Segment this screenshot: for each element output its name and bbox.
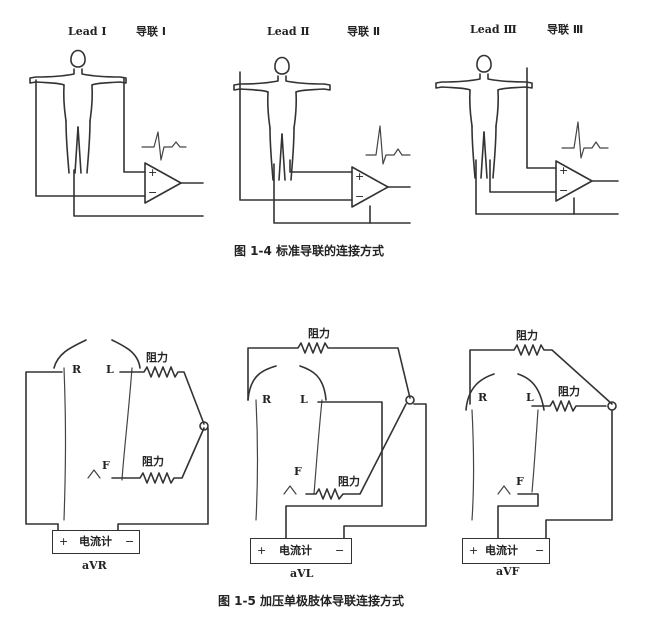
lead-1-amp-minus: − [148,186,158,199]
avr-circuit [25,339,209,533]
lead-2-amp-minus: − [355,190,365,203]
avf-meter-minus: − [535,544,545,557]
lead-1-english-label: Lead Ⅰ [68,25,107,38]
avf-panel-title: aVF [496,565,520,578]
avr-foot-label: F [102,459,110,472]
avl-meter-label: 电流计 [279,544,312,557]
lead-2-circuit [239,71,411,224]
lead-2-english-label: Lead Ⅱ [267,25,310,38]
avl-circuit [247,342,427,541]
avl-resistor-top-label: 阻力 [308,327,330,340]
avf-foot-label: F [516,475,524,488]
lead-3-chinese-label: 导联 Ⅲ [547,23,584,36]
lead-2-chinese-label: 导联 Ⅱ [347,25,381,38]
avf-galvanometer: + 电流计 − [462,538,550,564]
lead-1-chinese-label: 导联 Ⅰ [136,25,166,38]
avl-foot-label: F [294,465,302,478]
avr-meter-plus: + [59,535,69,548]
avf-meter-plus: + [469,544,479,557]
lead-1-circuit [35,77,204,217]
lead-1-amp-plus: + [148,166,158,179]
avf-right-label: R [478,391,488,404]
avl-galvanometer: + 电流计 − [250,538,352,564]
figure-1-4-caption: 图 1-4 标准导联的连接方式 [234,244,385,258]
avr-meter-minus: − [125,535,135,548]
lead-2-amp-plus: + [355,170,365,183]
avf-circuit [465,344,617,541]
figure-1-5-caption: 图 1-5 加压单极肢体导联连接方式 [218,594,405,608]
avf-resistor-l-label: 阻力 [558,385,580,398]
lead-3-circuit [475,67,619,215]
avf-resistor-top-label: 阻力 [516,329,538,342]
avr-panel-title: aVR [82,559,107,572]
avr-resistor-f-label: 阻力 [142,455,164,468]
avf-meter-label: 电流计 [485,544,518,557]
avl-meter-plus: + [257,544,267,557]
avr-galvanometer: + 电流计 − [52,530,140,554]
lead-3-amp-minus: − [559,184,569,197]
avf-left-label: L [526,391,534,404]
avr-meter-label: 电流计 [79,535,112,548]
avl-left-label: L [300,393,308,406]
avr-right-label: R [72,363,82,376]
avl-meter-minus: − [335,544,345,557]
lead-3-english-label: Lead Ⅲ [470,23,517,36]
lead-3-amp-plus: + [559,164,569,177]
avl-panel-title: aVL [290,567,314,580]
avl-right-label: R [262,393,272,406]
avr-resistor-l-label: 阻力 [146,351,168,364]
avr-left-label: L [106,363,114,376]
avl-resistor-f-label: 阻力 [338,475,360,488]
